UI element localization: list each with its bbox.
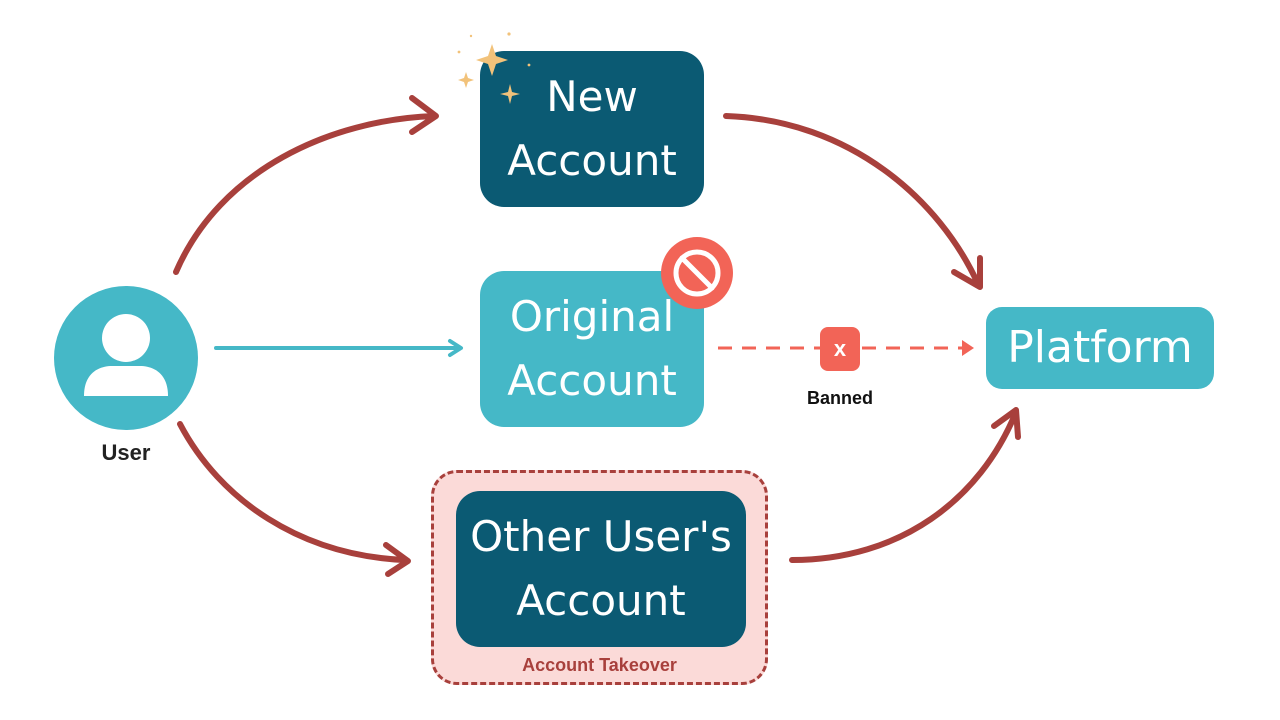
prohibited-icon [661,237,733,309]
arrowhead-platform-bottom [991,407,1021,440]
other-user-account-node: Other User's Account [456,491,746,647]
user-label: User [101,440,151,465]
arrowhead-new-account [409,95,439,135]
platform-label: Platform [1007,322,1193,373]
arrow-user-to-other-account [177,421,407,563]
original-account-label: Original Account [507,292,677,405]
arrowhead-original-account [448,339,463,357]
person-icon [84,314,168,396]
arrowhead-other-account [383,542,411,577]
original-account-node: Original Account [480,271,704,427]
sparkle-icon [457,32,531,104]
user-avatar [54,286,198,430]
other-user-account-label: Other User's Account [470,512,732,625]
arrowhead-banned [962,340,974,356]
arrowhead-platform-top [951,255,983,290]
arrow-other-account-to-platform [789,409,1019,563]
arrow-new-account-to-platform [723,113,981,287]
new-account-node: New Account [480,51,704,207]
arrow-user-to-new-account [173,113,437,275]
banned-label: Banned [806,388,873,408]
platform-node: Platform [986,307,1214,389]
banned-x-badge: x [820,327,860,371]
account-takeover-label: Account Takeover [522,655,677,675]
new-account-label: New Account [507,72,677,185]
